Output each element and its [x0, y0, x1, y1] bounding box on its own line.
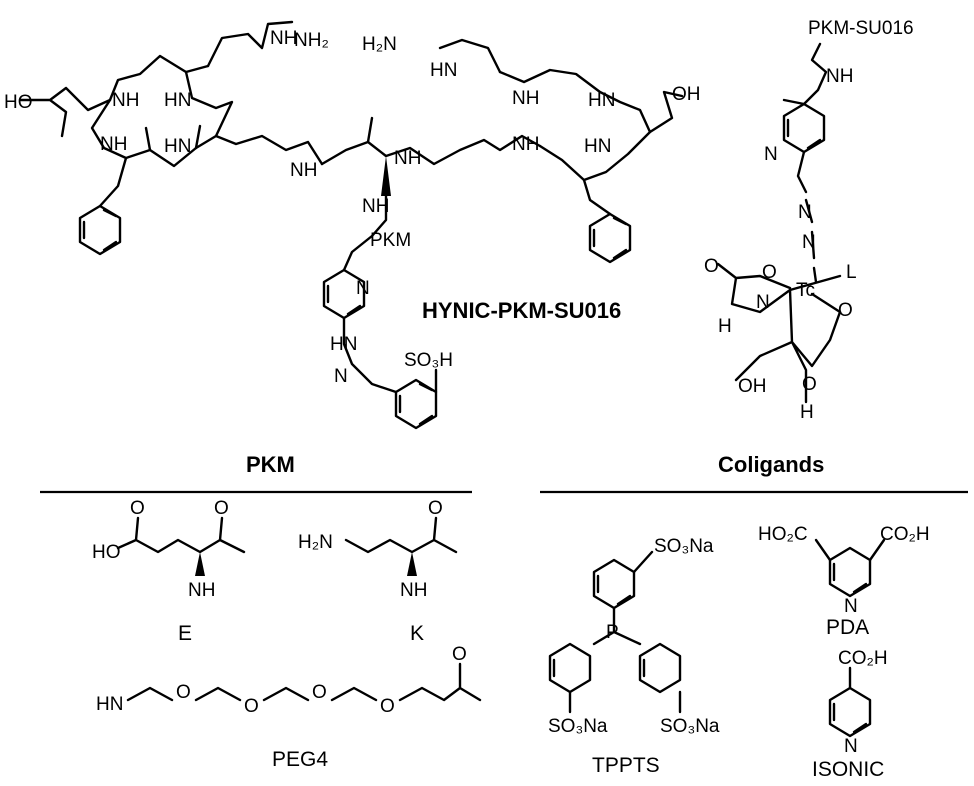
atom-label: HN — [584, 136, 611, 157]
atom-label: NH — [290, 160, 317, 181]
atom-label: O — [176, 682, 191, 703]
tc-complex-structure: PKM-SU016 NH N N N O O Tc L N H O OH O H — [704, 18, 914, 423]
atom-label: NH — [826, 66, 853, 87]
atom-label: OH — [738, 376, 767, 397]
stereo-wedge-k — [407, 552, 417, 576]
atom-label: O — [802, 374, 817, 395]
main-compound-label: HYNIC-PKM-SU016 — [422, 298, 621, 323]
atom-label: N — [802, 232, 816, 253]
atom-label: H₂N — [298, 532, 333, 553]
atom-label: O — [312, 682, 327, 703]
atom-label: N — [798, 202, 812, 223]
atom-label: O — [130, 498, 145, 519]
atom-label: N — [756, 292, 770, 313]
stereo-wedge-e — [195, 552, 205, 576]
atom-label: NH₂ — [294, 30, 329, 51]
atom-label: HN — [588, 90, 615, 111]
atom-label: CO₂H — [880, 524, 930, 545]
atom-label: SO₃Na — [660, 716, 720, 737]
atom-label: NH — [188, 580, 215, 601]
atom-label: NH — [512, 88, 539, 109]
atom-label: P — [606, 622, 619, 643]
coligand-tppts-structure: SO₃Na P SO₃Na SO₃Na TPPTS — [548, 536, 720, 777]
atom-label: H — [718, 316, 732, 337]
atom-label: SO₃H — [404, 350, 453, 371]
sulfobenzaldehyde-ring — [394, 378, 438, 430]
tppts-right-ring — [638, 642, 682, 694]
atom-label: NH — [512, 134, 539, 155]
atom-label: HO — [4, 92, 33, 113]
pkm-k-structure: H₂N O NH K — [298, 498, 458, 645]
coligands-heading: Coligands — [718, 452, 824, 477]
atom-label: NH — [362, 196, 389, 217]
atom-label: O — [452, 644, 467, 665]
tppts-left-ring — [548, 642, 592, 694]
atom-label: CO₂H — [838, 648, 888, 669]
atom-label: OH — [672, 84, 701, 105]
atom-label: NH — [100, 134, 127, 155]
atom-label: NH — [394, 148, 421, 169]
atom-label: N — [764, 144, 778, 165]
atom-label: N — [844, 596, 858, 617]
atom-label: O — [704, 256, 719, 277]
atom-label: N — [356, 278, 370, 299]
atom-label: HN — [164, 90, 191, 111]
atom-label: L — [846, 262, 857, 283]
atom-label: PKM-SU016 — [808, 18, 914, 39]
pkm-heading: PKM — [246, 452, 295, 477]
atom-label: HN — [96, 694, 123, 715]
atom-label: N — [844, 736, 858, 757]
atom-label: O — [838, 300, 853, 321]
atom-label: H₂N — [362, 34, 397, 55]
atom-label: NH — [112, 90, 139, 111]
atom-label: HO₂C — [758, 524, 808, 545]
right-phenyl-ring — [588, 212, 632, 264]
atom-label: NH — [270, 28, 297, 49]
atom-label: NH — [400, 580, 427, 601]
pkm-e-label: E — [178, 622, 192, 645]
tppts-top-ring — [592, 558, 636, 610]
left-phenyl-ring — [78, 204, 122, 256]
coligand-isonic-structure: CO₂H N ISONIC — [812, 648, 888, 781]
atom-label: HN — [164, 136, 191, 157]
atom-label: HO — [92, 542, 121, 563]
atom-label: HN — [330, 334, 357, 355]
atom-label: O — [244, 696, 259, 717]
atom-label: N — [334, 366, 348, 387]
pkm-peg4-structure: HN O O O O O PEG4 — [96, 644, 482, 771]
coligand-pda-structure: HO₂C CO₂H N PDA — [758, 524, 930, 639]
stereo-wedge-core — [381, 156, 391, 196]
atom-label: HN — [430, 60, 457, 81]
atom-label: PKM — [370, 230, 411, 251]
pkm-peg4-label: PEG4 — [272, 748, 328, 771]
hynic-pkm-su016-structure: HO NH HN NH HN NH NH NH PKM NH NH₂ H₂N H… — [4, 20, 701, 430]
coligand-tppts-label: TPPTS — [592, 754, 660, 777]
coligand-isonic-label: ISONIC — [812, 758, 884, 781]
pkm-e-structure: HO O O NH E — [92, 498, 246, 645]
coligand-pda-label: PDA — [826, 616, 869, 639]
atom-label: O — [428, 498, 443, 519]
isonic-pyridine-ring — [828, 686, 872, 738]
pkm-k-label: K — [410, 622, 424, 645]
atom-label: H — [800, 402, 814, 423]
atom-label: O — [214, 498, 229, 519]
complex-pyridine-ring — [782, 102, 826, 154]
atom-label: Tc — [796, 280, 815, 301]
atom-label: O — [762, 262, 777, 283]
atom-label: SO₃Na — [548, 716, 608, 737]
pda-pyridine-ring — [828, 546, 872, 598]
atom-label: O — [380, 696, 395, 717]
atom-label: SO₃Na — [654, 536, 714, 557]
